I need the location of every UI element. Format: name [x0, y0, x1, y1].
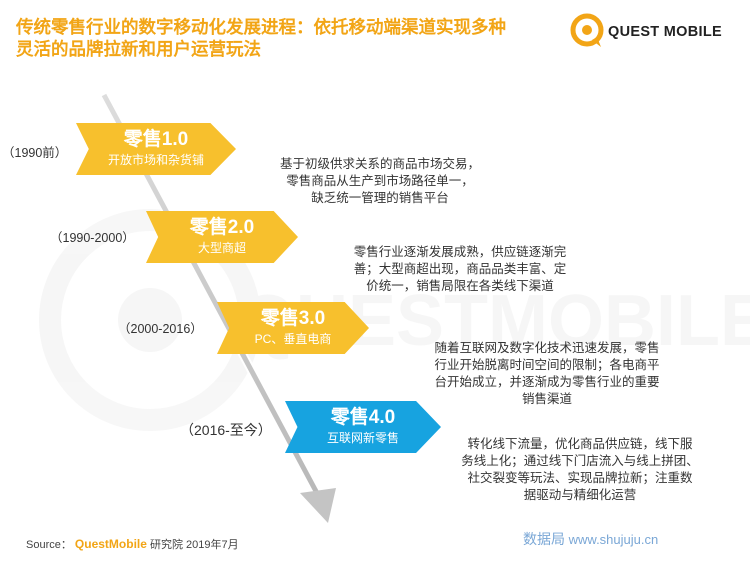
stage-1-subtitle: 开放市场和杂货铺 [107, 153, 204, 167]
logo-wordmark: QUEST MOBILE [608, 24, 722, 40]
stage-2-desc-line: 善；大型商超出现，商品品类丰富、定 [353, 262, 567, 276]
stage-4-desc-line: 社交裂变等玩法、实现品牌拉新；注重数 [467, 471, 693, 485]
stage-3-desc-line: 台开始成立，并逐渐成为零售行业的重要 [434, 375, 660, 389]
stage-2-year: （1990-2000） [50, 231, 135, 245]
site-url: www.shujuju.cn [568, 532, 659, 547]
site-watermark: 数据局 www.shujuju.cn [523, 529, 658, 549]
stage-1-year: （1990前） [2, 146, 68, 160]
source-brand: QuestMobile [74, 537, 147, 551]
stage-3-subtitle: PC、垂直电商 [254, 332, 332, 346]
stage-4-desc-line: 据驱动与精细化运营 [523, 488, 637, 502]
stage-4-subtitle: 互联网新零售 [326, 431, 399, 445]
source-label: Source： [26, 539, 72, 551]
title-line-2: 灵活的品牌拉新和用户运营玩法 [16, 39, 261, 59]
stage-1-description: 基于初级供求关系的商品市场交易， 零售商品从生产到市场路径单一， 缺乏统一管理的… [254, 156, 506, 207]
questmobile-logo-icon [570, 13, 604, 47]
stage-2-title: 零售2.0 [189, 217, 255, 238]
stage-3-description: 随着互联网及数字化技术迅速发展，零售 行业开始脱离时间空间的限制；各电商平 台开… [402, 340, 692, 408]
stage-2-description: 零售行业逐渐发展成熟，供应链逐渐完 善；大型商超出现，商品品类丰富、定 价统一，… [326, 244, 594, 295]
questmobile-logo: QUEST MOBILE [570, 12, 740, 50]
stage-4-year: （2016-至今） [180, 422, 272, 438]
stage-4-desc-line: 转化线下流量，优化商品供应链，线下服 [467, 437, 693, 451]
source-note: Source： QuestMobile 研究院 2019年7月 [26, 536, 239, 552]
stage-1-title: 零售1.0 [123, 129, 189, 150]
stage-3-year: （2000-2016） [118, 322, 203, 336]
stage-1-desc-line: 基于初级供求关系的商品市场交易， [279, 157, 480, 171]
stage-3-desc-line: 随着互联网及数字化技术迅速发展，零售 [434, 341, 660, 355]
stage-2-chevron: 零售2.0 大型商超 [146, 211, 298, 263]
stage-4-desc-line: 务线上化；通过线下门店流入与线上拼团、 [461, 454, 699, 468]
source-detail: 研究院 2019年7月 [150, 539, 239, 551]
stage-4-description: 转化线下流量，优化商品供应链，线下服 务线上化；通过线下门店流入与线上拼团、 社… [432, 436, 728, 504]
stage-3-desc-line: 行业开始脱离时间空间的限制；各电商平 [434, 358, 660, 372]
stage-3-title: 零售3.0 [260, 308, 326, 329]
title-line-1: 传统零售行业的数字移动化发展进程：依托移动端渠道实现多种 [16, 17, 506, 37]
stage-1-chevron: 零售1.0 开放市场和杂货铺 [76, 123, 236, 175]
stage-3-desc-line: 销售渠道 [521, 392, 572, 406]
stage-3-chevron: 零售3.0 PC、垂直电商 [217, 302, 369, 354]
page-title: 传统零售行业的数字移动化发展进程：依托移动端渠道实现多种 灵活的品牌拉新和用户运… [16, 16, 571, 60]
stage-4-chevron: 零售4.0 互联网新零售 [285, 401, 441, 453]
stage-1-desc-line: 缺乏统一管理的销售平台 [311, 191, 449, 205]
stage-1-desc-line: 零售商品从生产到市场路径单一， [286, 174, 474, 188]
stage-2-desc-line: 价统一，销售局限在各类线下渠道 [366, 279, 554, 293]
stage-2-subtitle: 大型商超 [197, 241, 246, 255]
stage-4-title: 零售4.0 [330, 407, 396, 428]
site-name: 数据局 [523, 531, 565, 547]
stage-2-desc-line: 零售行业逐渐发展成熟，供应链逐渐完 [353, 245, 567, 259]
